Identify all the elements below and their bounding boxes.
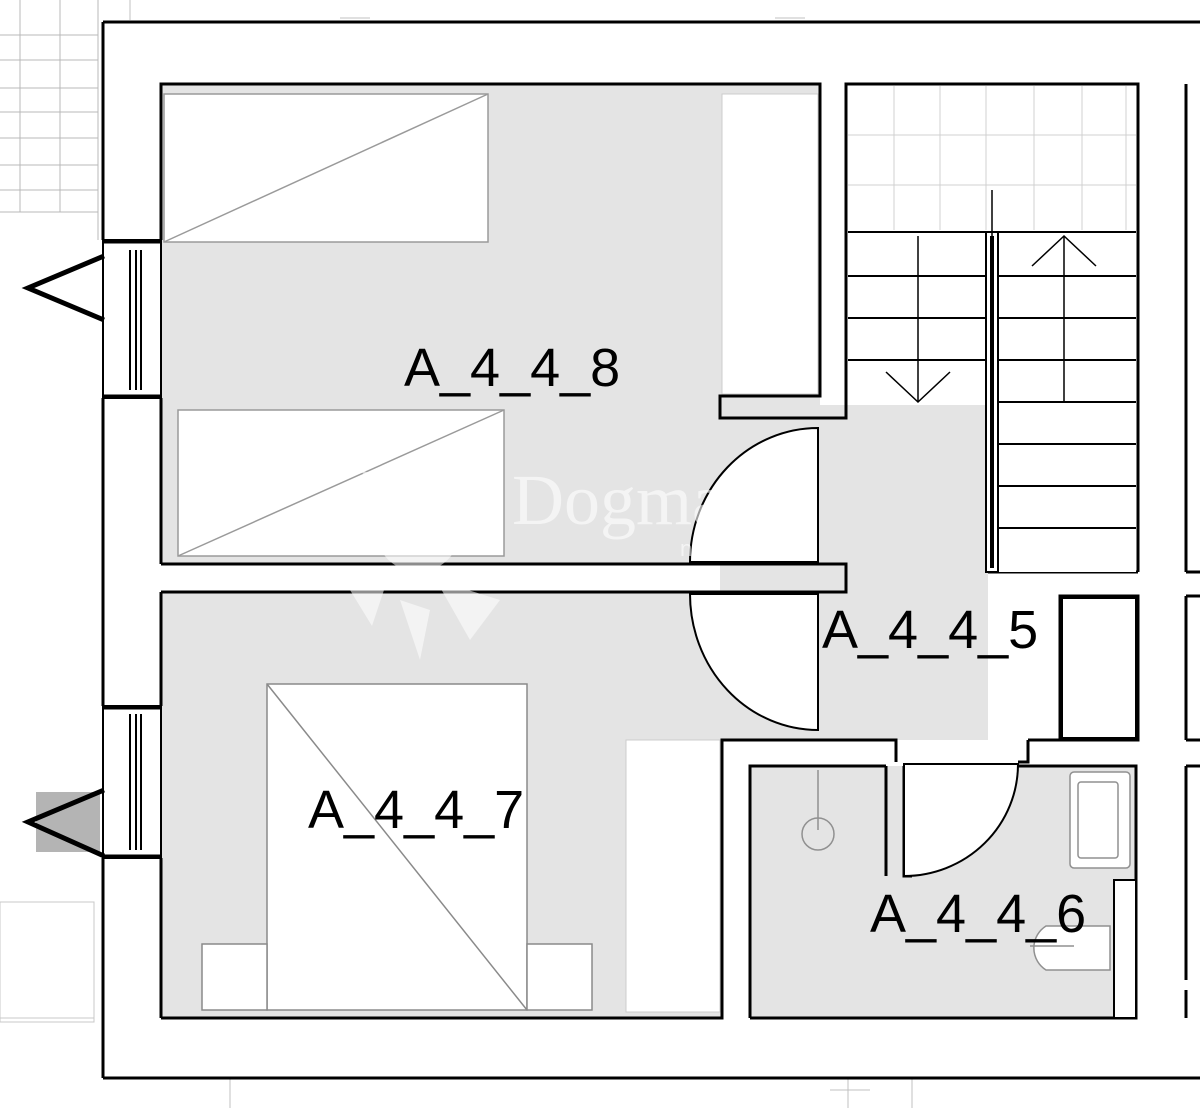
door-a447	[688, 593, 819, 732]
terrace-grid-top-left	[0, 0, 99, 240]
room-label-a448: A_4_4_8	[404, 338, 620, 398]
room-label-a447: A_4_4_7	[308, 780, 524, 840]
room-label-a445: A_4_4_5	[822, 600, 1038, 660]
neighbour-walls	[1184, 84, 1200, 1018]
double-bed	[266, 683, 528, 1011]
staircase	[848, 86, 1136, 573]
wardrobe-a447	[625, 739, 721, 1013]
sink	[1069, 771, 1131, 869]
terrace-bottom-left	[0, 901, 95, 1023]
outer-wall	[101, 20, 1200, 1080]
shower-drain	[801, 770, 835, 851]
watermark-logo	[340, 462, 500, 660]
window-swing-top	[21, 253, 105, 323]
top-strip	[129, 0, 805, 20]
door-a446	[903, 763, 1020, 878]
watermark-brand: Dogma	[512, 460, 724, 540]
toilet	[1030, 879, 1137, 1019]
window-shutter	[36, 792, 100, 852]
door-a448	[688, 426, 819, 563]
nightstand-left	[201, 943, 268, 1011]
closet-hallway	[1061, 597, 1137, 739]
window-top	[102, 239, 162, 399]
room-label-a446: A_4_4_6	[870, 884, 1086, 944]
room-a448-walls	[159, 82, 1140, 594]
bottom-strip	[229, 1078, 913, 1108]
bed-single-top	[163, 93, 489, 243]
wardrobe-a448	[721, 93, 819, 395]
room-a447-walls	[159, 592, 898, 1020]
watermark-subtitle: nekretnine	[680, 536, 783, 561]
cabinet-hallway	[990, 660, 1040, 696]
nightstand-right	[526, 943, 593, 1011]
window-bottom	[102, 705, 162, 859]
window-swing-bottom	[21, 787, 106, 859]
